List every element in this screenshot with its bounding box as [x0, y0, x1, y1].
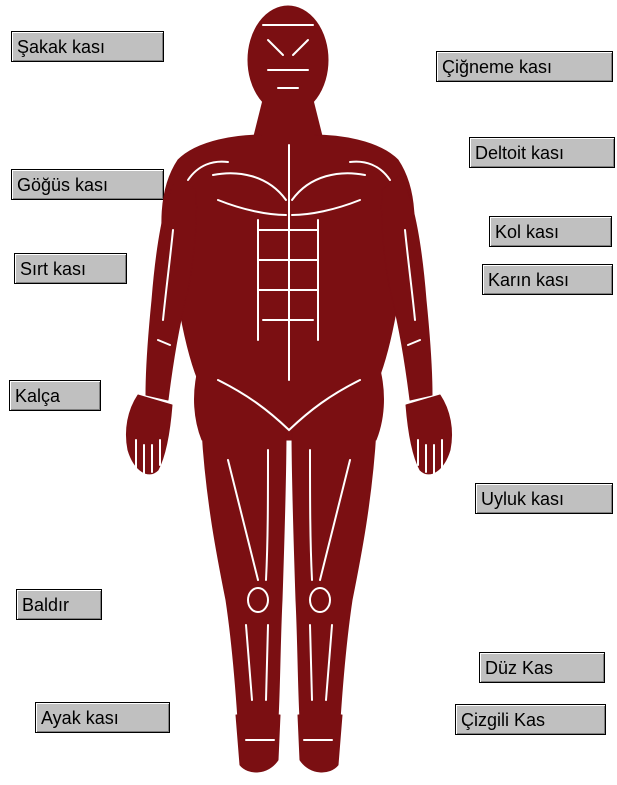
head-shape [248, 6, 328, 114]
right-hand-shape [406, 395, 452, 474]
right-foot-shape [298, 715, 342, 772]
neck-shape [253, 100, 323, 140]
abdominal-button[interactable]: Karın kası [482, 264, 613, 295]
arm-button[interactable]: Kol kası [489, 216, 612, 247]
back-button[interactable]: Sırt kası [14, 253, 127, 284]
right-arm-shape [381, 175, 432, 400]
striated-muscle-button[interactable]: Çizgili Kas [455, 704, 606, 735]
masseter-button[interactable]: Çiğneme kası [436, 51, 613, 82]
thigh-button[interactable]: Uyluk kası [475, 483, 613, 514]
muscular-system-figure [118, 0, 460, 785]
left-hand-shape [126, 395, 172, 474]
left-arm-shape [146, 175, 197, 400]
right-leg-shape [292, 430, 376, 720]
calf-button[interactable]: Baldır [16, 589, 102, 620]
left-leg-shape [202, 430, 286, 720]
gluteal-button[interactable]: Kalça [9, 380, 101, 411]
smooth-muscle-button[interactable]: Düz Kas [479, 652, 605, 683]
deltoid-button[interactable]: Deltoit kası [469, 137, 615, 168]
left-foot-shape [236, 715, 280, 772]
